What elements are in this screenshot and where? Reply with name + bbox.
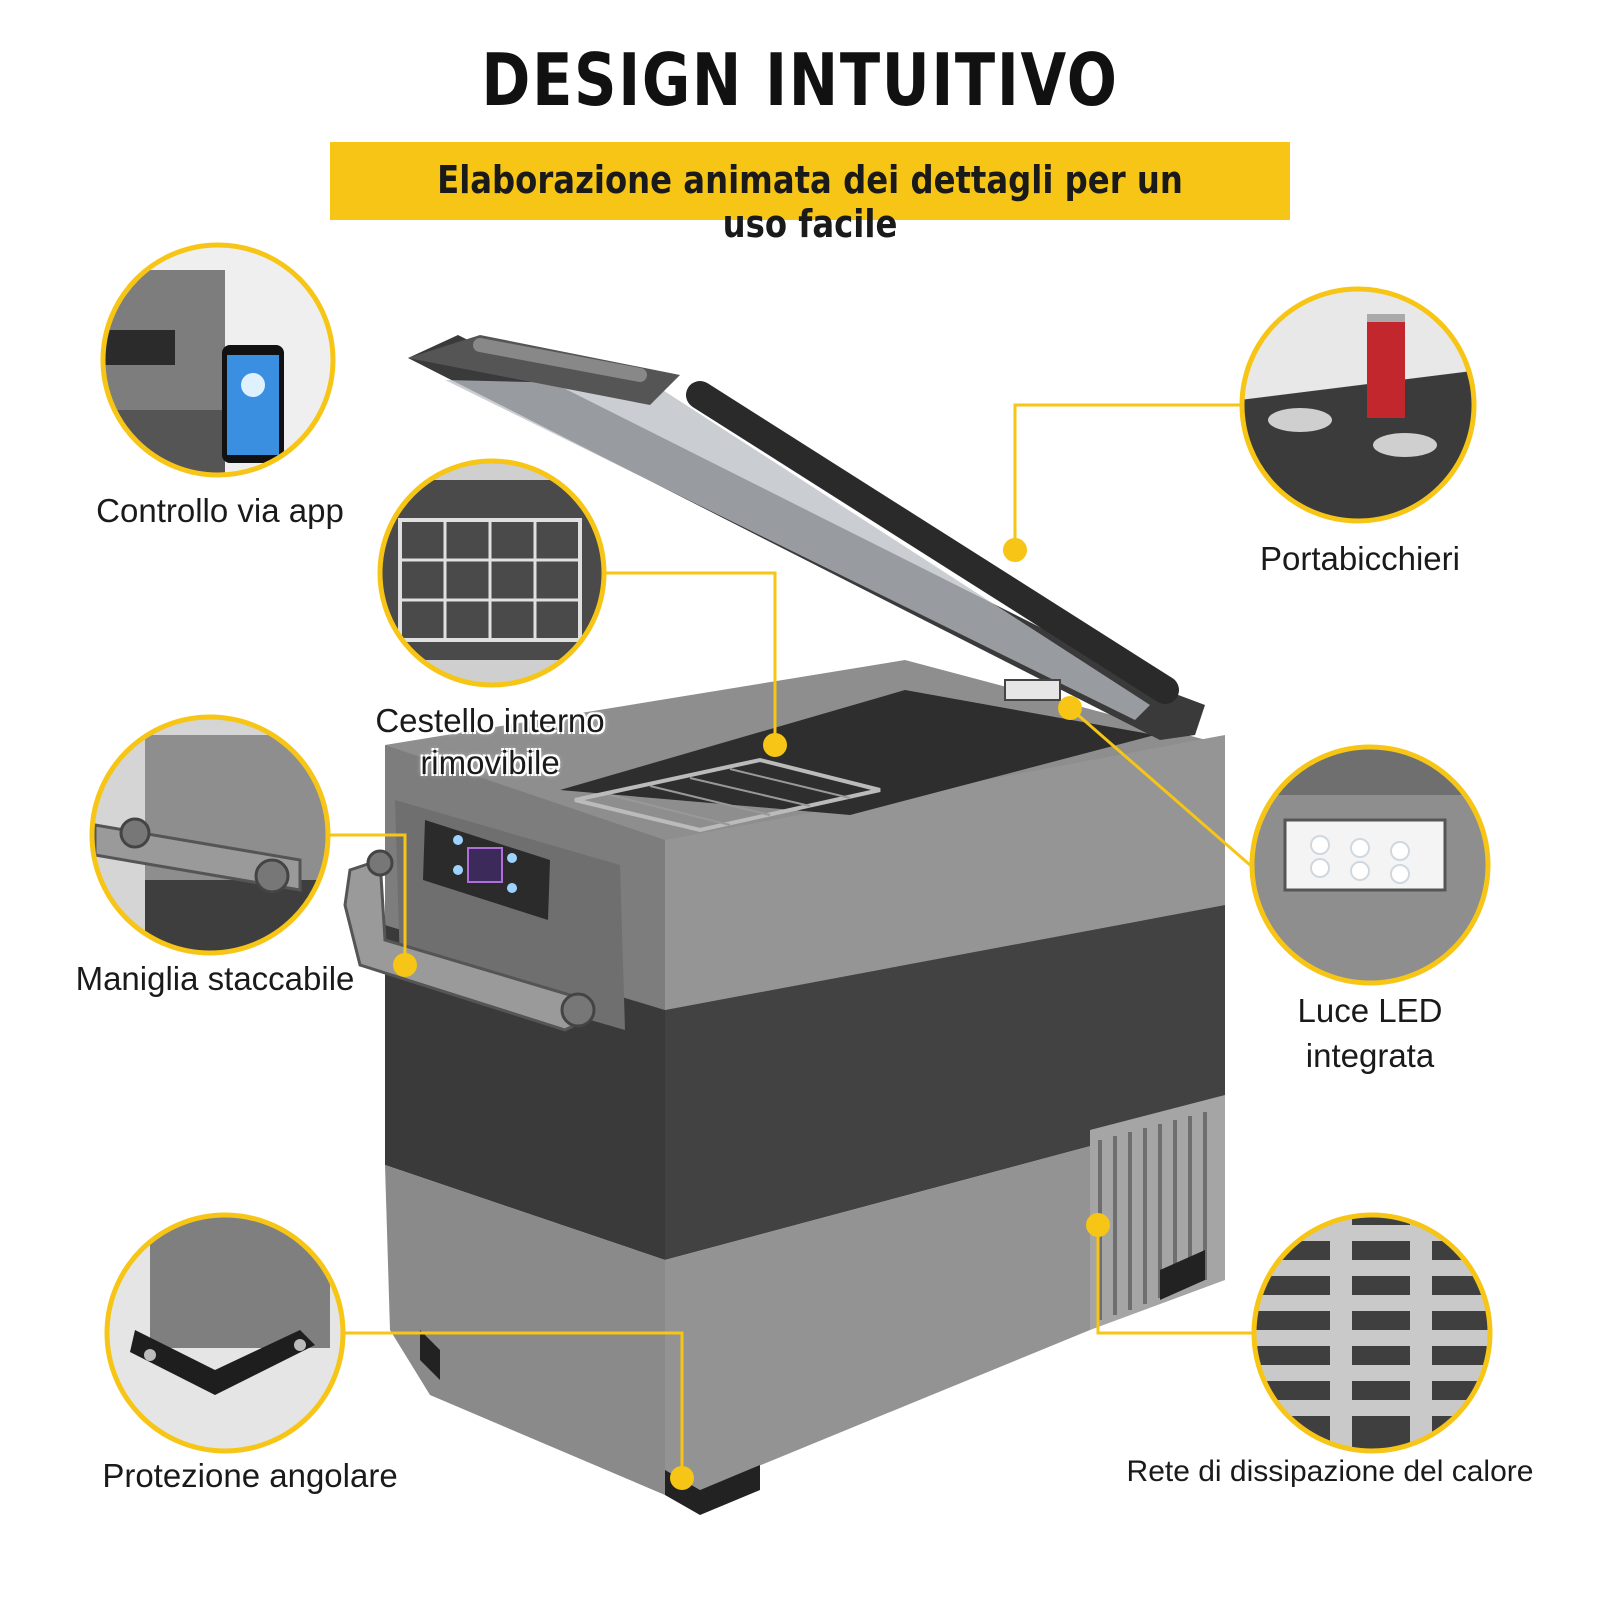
fridge-body xyxy=(385,660,1225,1515)
leader-lines xyxy=(330,403,1255,1478)
corner-detail xyxy=(104,1212,346,1454)
subtitle-banner xyxy=(330,142,1290,220)
led-strip xyxy=(1004,679,1061,701)
label-corner: Protezione angolare xyxy=(102,1457,398,1494)
handle-detail xyxy=(89,714,331,956)
label-cup-holder: Portabicchieri xyxy=(1260,540,1460,577)
label-led-line1: Luce LED xyxy=(1297,992,1443,1029)
label-app-control: Controllo via app xyxy=(96,492,344,529)
cup-holder-detail xyxy=(1239,286,1477,524)
label-basket-line1: Cestello interno xyxy=(375,702,605,739)
app-control-detail xyxy=(100,242,336,478)
page-title: DESIGN INTUITIVO xyxy=(481,38,1119,122)
vent-detail xyxy=(1251,1212,1493,1454)
label-basket-line2: rimovibile xyxy=(420,744,560,781)
leader-dots xyxy=(393,538,1110,1490)
label-led-line2: integrata xyxy=(1305,1037,1435,1074)
lid xyxy=(408,335,1205,740)
led-detail xyxy=(1249,744,1491,986)
label-handle: Maniglia staccabile xyxy=(75,960,355,997)
page-subtitle: Elaborazione animata dei dettagli per un… xyxy=(437,158,1183,246)
label-vent: Rete di dissipazione del calore xyxy=(1126,1455,1534,1488)
basket-detail xyxy=(377,458,607,688)
control-panel xyxy=(423,820,550,920)
